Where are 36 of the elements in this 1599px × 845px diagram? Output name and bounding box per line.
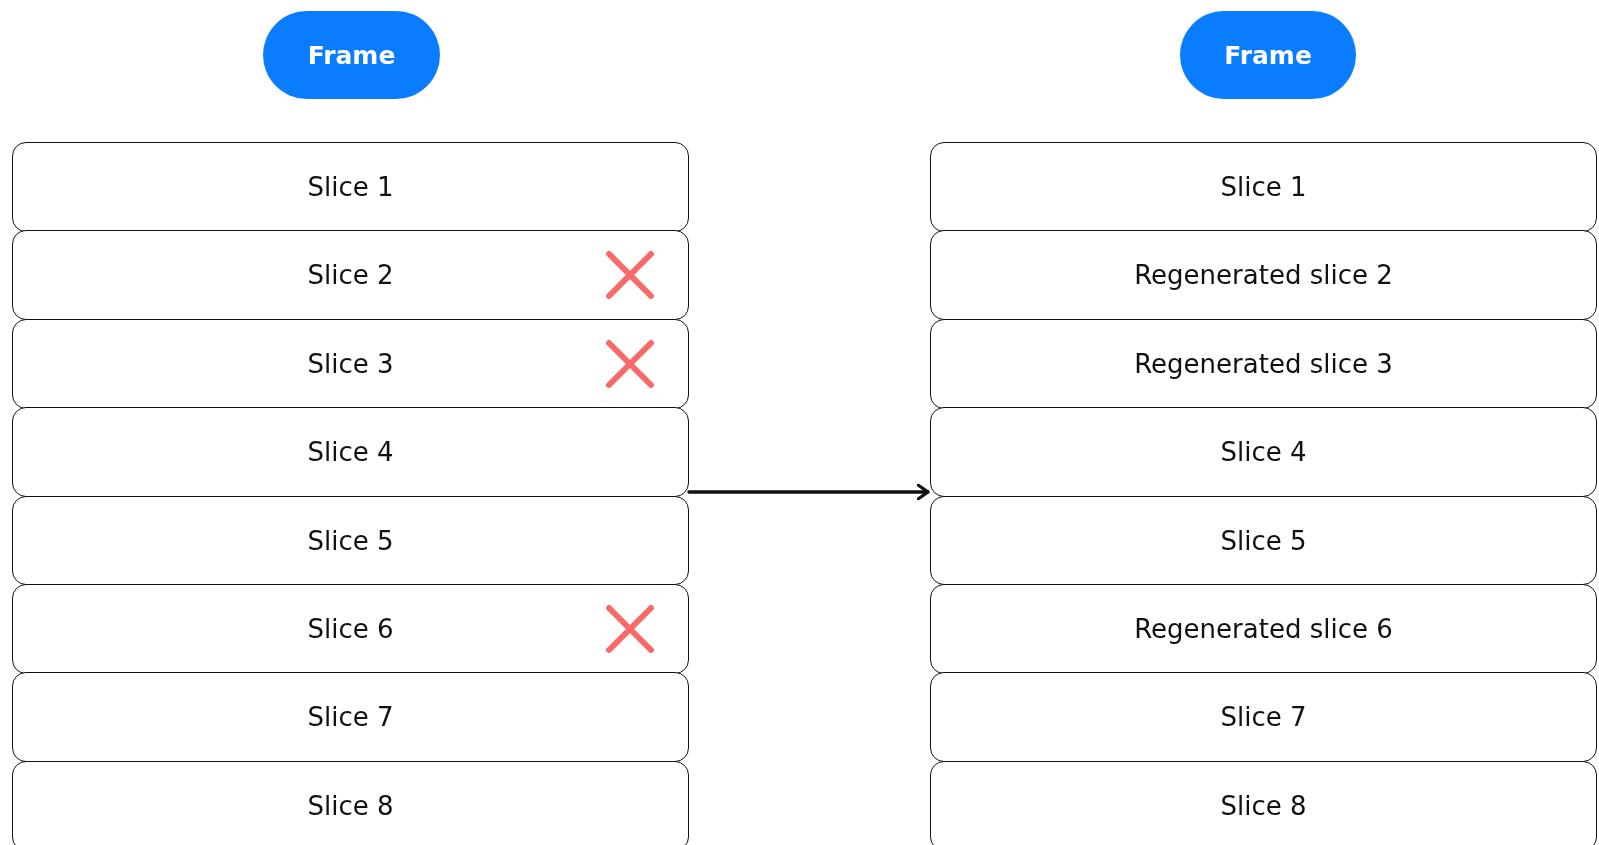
slice-label: Regenerated slice 2	[1134, 260, 1393, 291]
frame-label: Frame	[1224, 40, 1312, 70]
slice-box	[930, 672, 1597, 763]
slice-label: Slice 1	[307, 171, 394, 202]
slice-box	[12, 672, 689, 763]
slice-label: Slice 4	[1220, 437, 1307, 468]
slice-box	[12, 318, 689, 409]
slice-label: Slice 1	[1220, 171, 1307, 202]
slice-box	[12, 584, 689, 674]
slice-label: Slice 3	[307, 348, 394, 379]
slice-label: Slice 2	[307, 260, 394, 291]
slice-box	[930, 495, 1597, 586]
slice-label: Regenerated slice 3	[1134, 348, 1393, 379]
slice-box	[930, 230, 1597, 321]
slice-box	[930, 407, 1597, 498]
slice-label: Slice 7	[1220, 702, 1307, 733]
slice-box	[12, 495, 689, 586]
slice-box	[12, 230, 689, 321]
slice-label: Slice 8	[307, 790, 394, 821]
cross-icon	[603, 602, 657, 656]
slice-label: Slice 7	[307, 702, 394, 733]
slice-box	[930, 760, 1597, 845]
slice-box	[930, 318, 1597, 409]
slice-label: Slice 5	[1220, 525, 1307, 556]
slice-label: Regenerated slice 6	[1134, 613, 1393, 644]
slice-label: Slice 4	[307, 437, 394, 468]
slice-box	[12, 760, 689, 845]
slice-box	[930, 584, 1597, 674]
slice-label: Slice 8	[1220, 790, 1307, 821]
slice-box	[12, 407, 689, 498]
frame-label: Frame	[307, 40, 396, 70]
slice-label: Slice 5	[307, 525, 394, 556]
slice-box	[12, 142, 689, 232]
slice-box	[930, 142, 1597, 232]
arrow	[687, 483, 930, 501]
slice-label: Slice 6	[307, 613, 394, 644]
